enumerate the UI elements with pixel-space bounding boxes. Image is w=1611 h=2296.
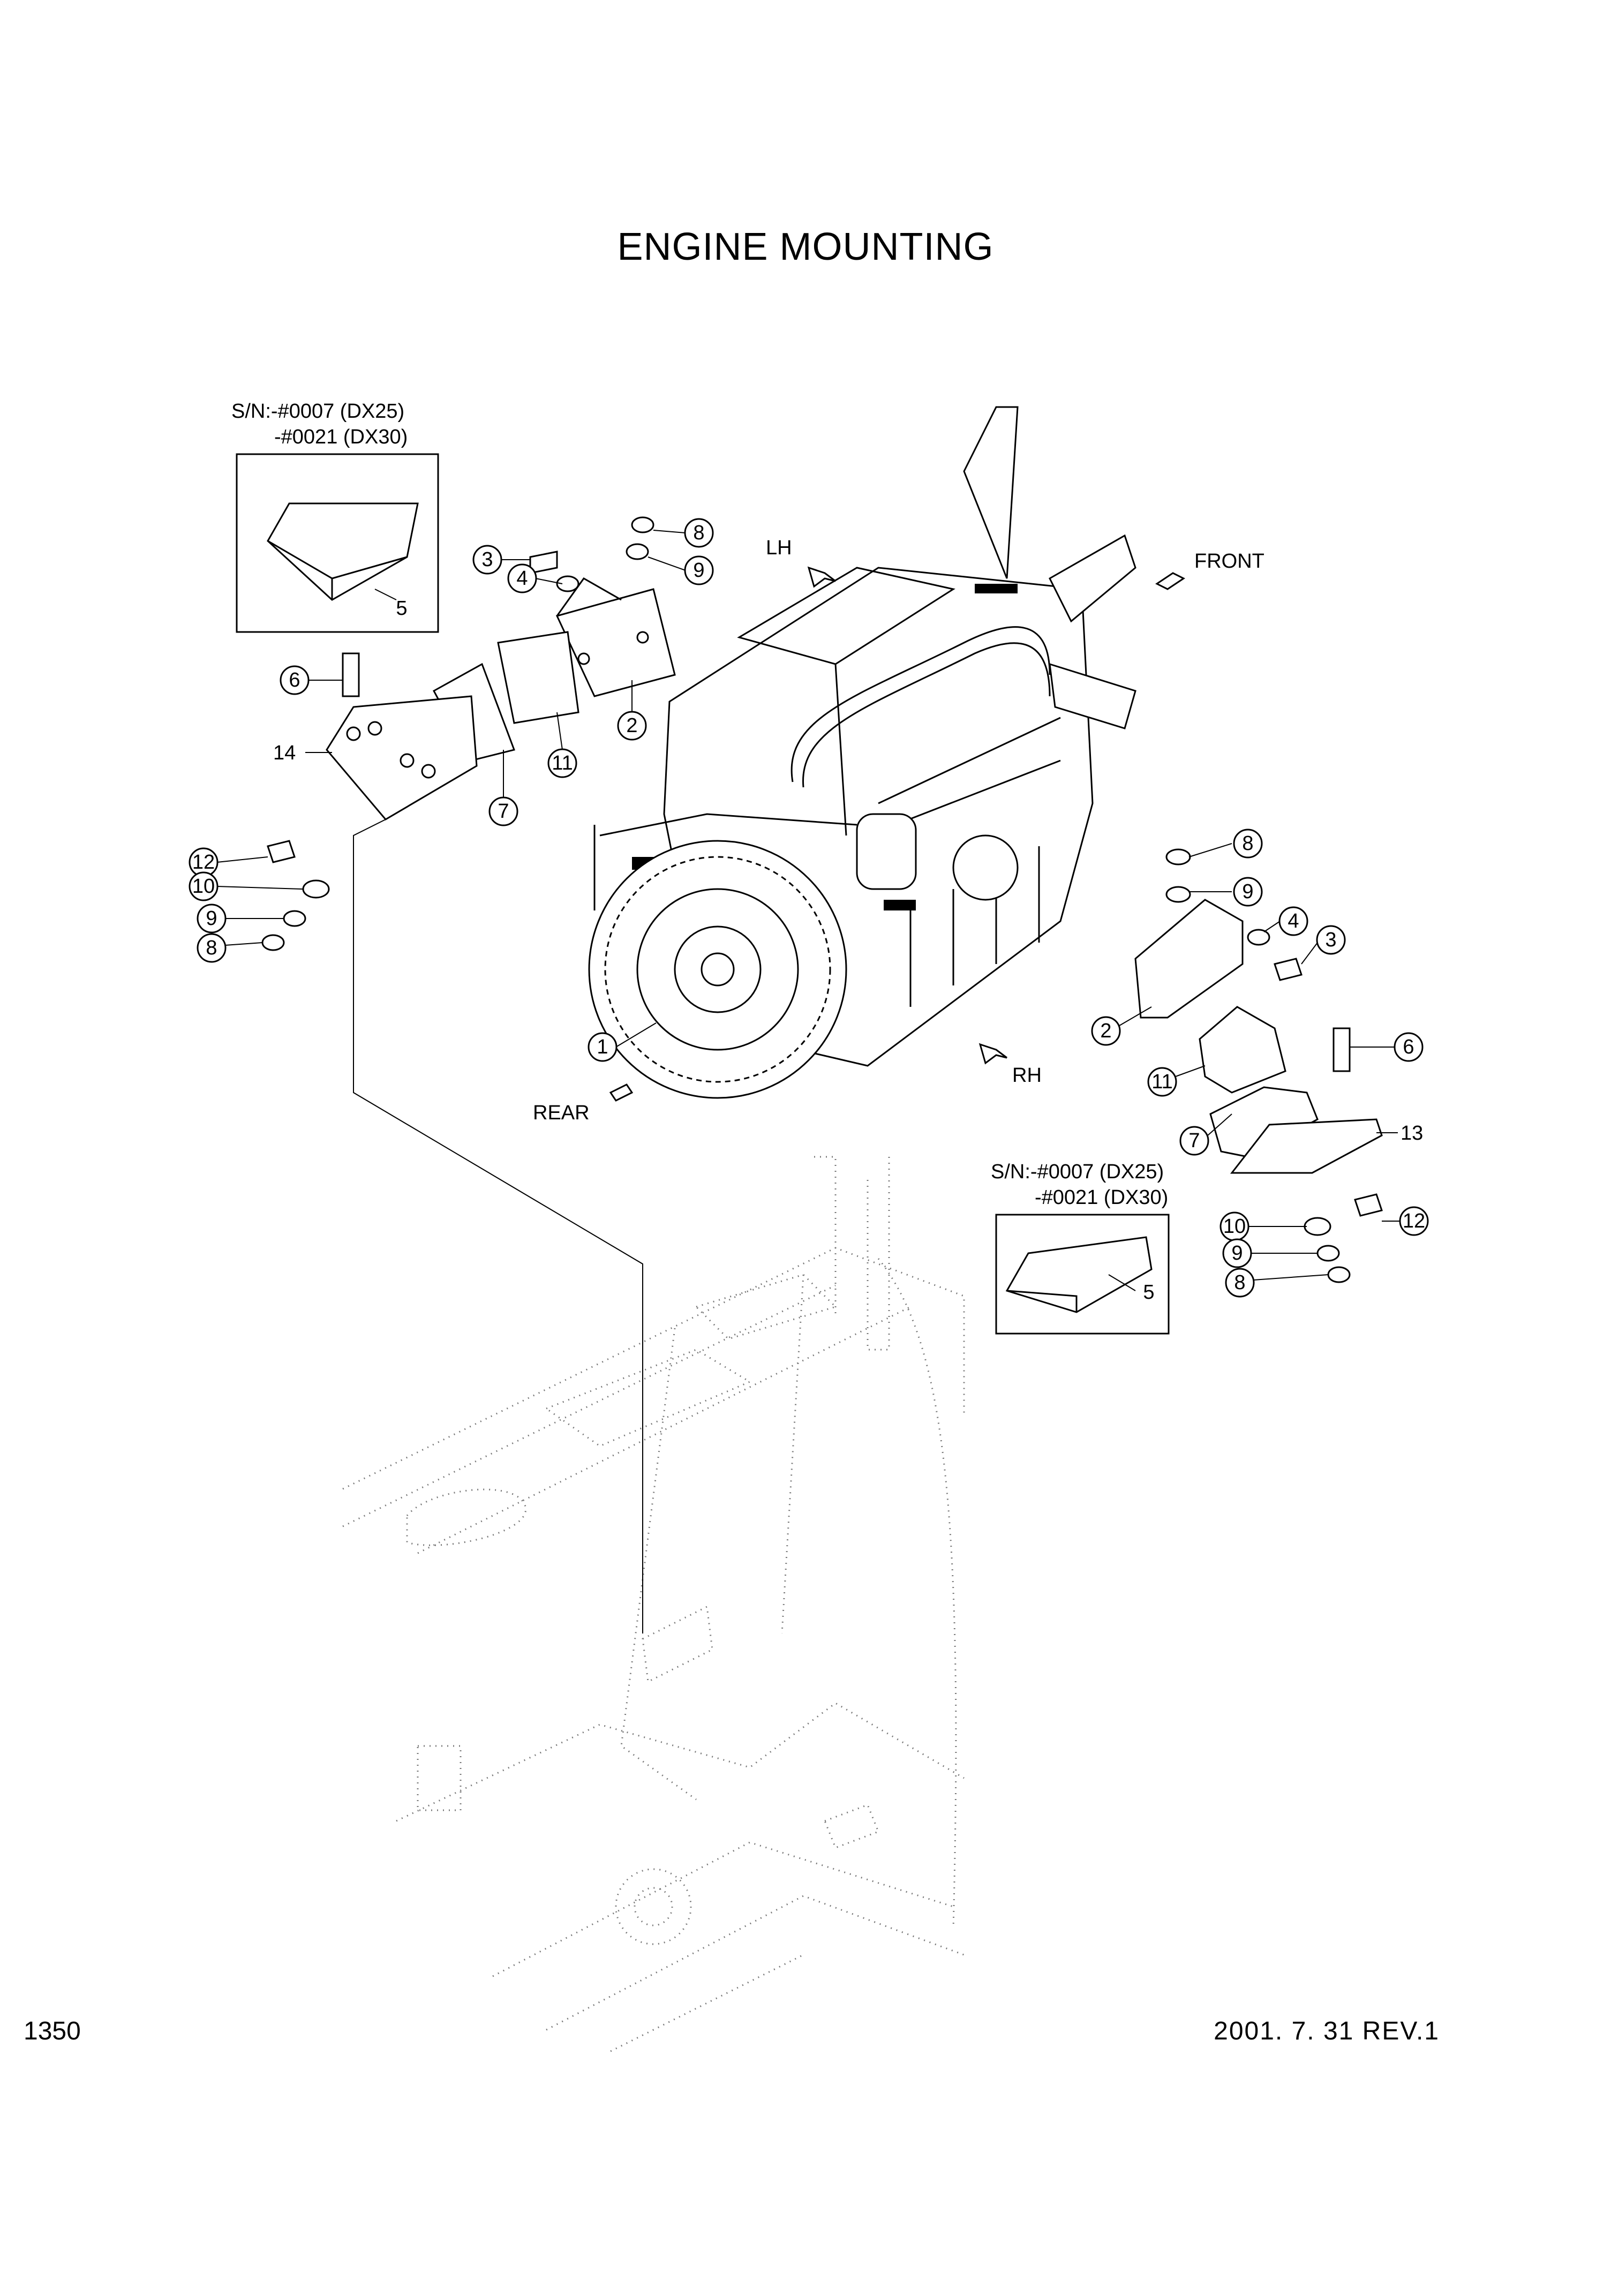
engine-assembly — [588, 406, 1136, 1099]
svg-text:9: 9 — [1242, 880, 1253, 903]
left-mount-parts — [261, 516, 676, 951]
direction-lh: LH — [766, 537, 792, 559]
callout-6: 6 — [280, 665, 343, 695]
callout-12: 12 — [189, 847, 268, 877]
direction-rh: RH — [1012, 1064, 1042, 1087]
front-arrow-icon — [1155, 572, 1185, 590]
svg-text:1: 1 — [597, 1036, 608, 1058]
svg-text:3: 3 — [1325, 929, 1336, 951]
page-title: ENGINE MOUNTING — [617, 225, 994, 268]
callout-3: 3 — [472, 545, 530, 575]
svg-text:8: 8 — [1242, 832, 1253, 855]
callouts-left: 5 3 4 8 9 2 11 7 6 14 12 10 9 8 1 — [189, 518, 714, 1062]
svg-text:9: 9 — [1231, 1242, 1243, 1264]
callout-r7: 7 — [1179, 1113, 1232, 1156]
callout-r4: 4 — [1263, 906, 1308, 936]
svg-text:2: 2 — [626, 714, 637, 737]
callout-9: 9 — [648, 555, 714, 585]
callout-14: 14 — [273, 742, 332, 764]
svg-text:8: 8 — [1234, 1271, 1245, 1294]
direction-rear: REAR — [533, 1102, 590, 1124]
callout-10: 10 — [189, 871, 303, 901]
svg-text:12: 12 — [1403, 1210, 1425, 1232]
serial-box-right: S/N:-#0007 (DX25) -#0021 (DX30) — [991, 1161, 1170, 1335]
svg-text:2: 2 — [1100, 1020, 1111, 1042]
svg-text:7: 7 — [498, 800, 509, 823]
callout-r3: 3 — [1301, 925, 1346, 965]
callout-4: 4 — [507, 563, 563, 593]
callout-label: 5 — [396, 597, 407, 620]
svg-text:8: 8 — [206, 937, 217, 959]
revision-date: 2001. 7. 31 REV.1 — [1214, 2017, 1440, 2045]
svg-text:7: 7 — [1188, 1130, 1200, 1152]
direction-labels: LH FRONT RH REAR — [533, 537, 1264, 1124]
svg-text:11: 11 — [1151, 1071, 1172, 1093]
svg-text:10: 10 — [192, 875, 215, 898]
direction-front: FRONT — [1194, 550, 1264, 573]
rear-arrow-icon — [609, 1083, 634, 1102]
lh-arrow-icon — [807, 566, 836, 588]
serial-right-line1: S/N:-#0007 (DX25) — [991, 1161, 1164, 1183]
callout-r9: 9 — [1189, 877, 1263, 907]
page-number: 1350 — [24, 2017, 81, 2045]
callout-r5: 5 — [1143, 1281, 1154, 1304]
callout-7: 7 — [488, 750, 518, 826]
callout-r8b: 8 — [1225, 1268, 1329, 1298]
serial-right-line2: -#0021 (DX30) — [1035, 1186, 1168, 1209]
svg-text:9: 9 — [206, 907, 217, 930]
svg-text:10: 10 — [1223, 1215, 1246, 1238]
serial-left-line2: -#0021 (DX30) — [274, 426, 408, 448]
callout-8b: 8 — [197, 933, 263, 963]
svg-text:6: 6 — [289, 669, 300, 691]
callout-r13: 13 — [1376, 1122, 1423, 1145]
svg-text:13: 13 — [1401, 1122, 1423, 1145]
svg-text:3: 3 — [481, 548, 493, 571]
callout-2: 2 — [617, 680, 647, 741]
right-mount-parts — [1134, 848, 1383, 1283]
callout-11: 11 — [547, 712, 577, 778]
callout-1: 1 — [588, 1022, 657, 1062]
svg-text:9: 9 — [693, 559, 704, 582]
callout-r6: 6 — [1350, 1032, 1424, 1062]
callout-9b: 9 — [197, 904, 284, 934]
callout-r8: 8 — [1188, 829, 1263, 859]
callouts-right: 8 9 4 3 2 6 11 7 13 10 12 9 8 5 — [1091, 829, 1429, 1304]
callout-r11: 11 — [1147, 1065, 1206, 1097]
svg-text:4: 4 — [1288, 910, 1299, 932]
svg-text:8: 8 — [693, 522, 704, 544]
svg-text:14: 14 — [273, 742, 296, 764]
leader-line-mount — [353, 819, 643, 1633]
serial-left-line1: S/N:-#0007 (DX25) — [231, 400, 404, 423]
serial-box-left: S/N:-#0007 (DX25) -#0021 (DX30) — [231, 400, 439, 633]
callout-r2: 2 — [1091, 1006, 1152, 1046]
svg-text:4: 4 — [516, 567, 528, 590]
callout-8: 8 — [653, 518, 714, 548]
chassis-frame — [342, 1156, 965, 2052]
rh-arrow-icon — [978, 1043, 1007, 1065]
svg-text:6: 6 — [1403, 1036, 1414, 1058]
callout-r9b: 9 — [1222, 1238, 1318, 1268]
svg-text:11: 11 — [552, 752, 573, 774]
callout-r10: 10 — [1219, 1211, 1307, 1241]
svg-text:12: 12 — [192, 851, 215, 874]
callout-r12: 12 — [1382, 1206, 1429, 1236]
